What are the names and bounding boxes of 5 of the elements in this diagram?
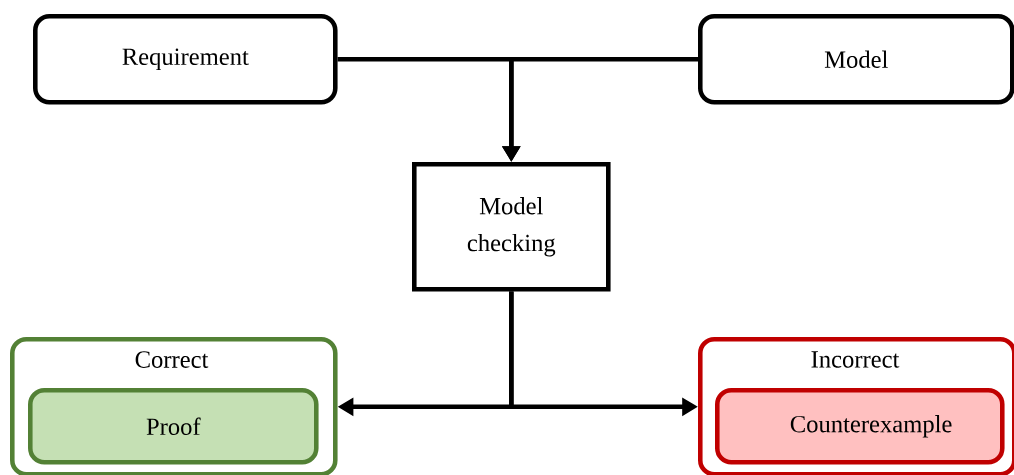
process-box: Requirement [33, 14, 338, 105]
process-box: Model checking [412, 162, 611, 292]
result-box: Proof [28, 388, 319, 465]
process-box: Model [698, 14, 1014, 105]
result-box: Counterexample [715, 388, 1005, 465]
